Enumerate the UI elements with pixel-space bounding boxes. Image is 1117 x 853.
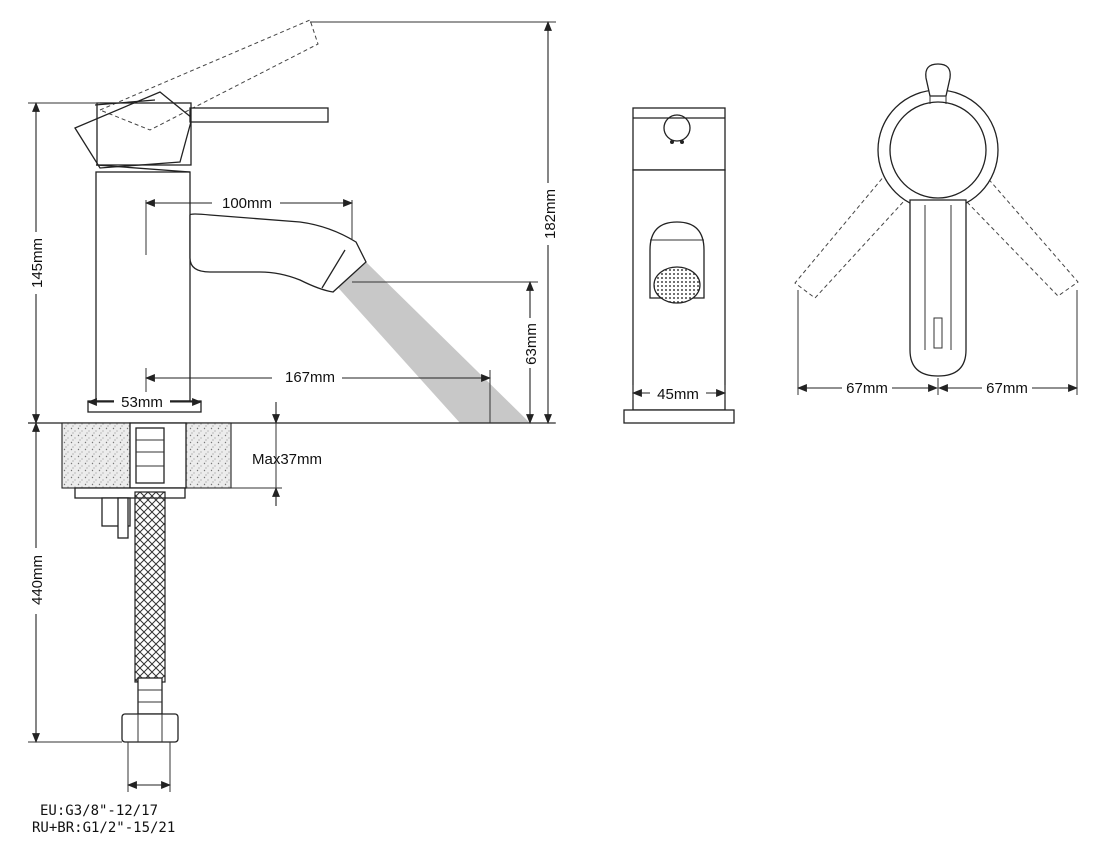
spout: [189, 213, 367, 293]
front-cap: [632, 107, 726, 171]
connection-note-ru-br: RU+BR:G1/2"-15/21: [32, 820, 175, 836]
hose-ferrule: [137, 677, 163, 715]
dim-145-label: 145mm: [29, 238, 46, 288]
dim-167-label: 167mm: [285, 369, 335, 386]
water-stream: [333, 262, 530, 423]
lever-knob: [925, 63, 951, 97]
faucet-body-side: [95, 171, 191, 402]
top-inner-ring: [889, 101, 987, 199]
dim-37-label: Max37mm: [252, 451, 322, 468]
dim-100-label: 100mm: [222, 195, 272, 212]
dim-45-label: 45mm: [657, 386, 699, 403]
side-dimensions: 182mm 145mm 100mm 63mm 167mm 53mm Max37m: [26, 21, 560, 836]
dim-67-left-label: 67mm: [846, 380, 888, 397]
braided-hose: [134, 491, 166, 683]
front-base: [623, 409, 735, 424]
front-view: 45mm: [623, 107, 735, 424]
lever-swing-left: [794, 174, 906, 299]
aerator-mesh: [653, 266, 701, 304]
fixing-plate: [74, 487, 186, 499]
dim-67-right-label: 67mm: [986, 380, 1028, 397]
dim-53-label: 53mm: [121, 394, 163, 411]
lever-swing-right: [964, 174, 1079, 297]
connection-note-eu: EU:G3/8"-12/17: [40, 803, 158, 819]
top-outer-ring: [877, 89, 999, 211]
countertop-right: [185, 422, 232, 489]
lever-rod: [189, 107, 329, 123]
hose-nut: [121, 713, 179, 743]
countertop-left: [61, 422, 131, 489]
indicator-button: [663, 114, 691, 142]
lever-handle-side: [74, 91, 193, 169]
front-body: [632, 169, 726, 411]
lever-raised-outline: [98, 19, 319, 131]
dim-63-label: 63mm: [523, 323, 540, 365]
dim-440-label: 440mm: [29, 555, 46, 605]
dim-182-label: 182mm: [542, 189, 559, 239]
cartridge-cap: [96, 102, 192, 166]
top-lever: [909, 199, 967, 377]
top-view: 67mm 67mm: [794, 63, 1079, 397]
